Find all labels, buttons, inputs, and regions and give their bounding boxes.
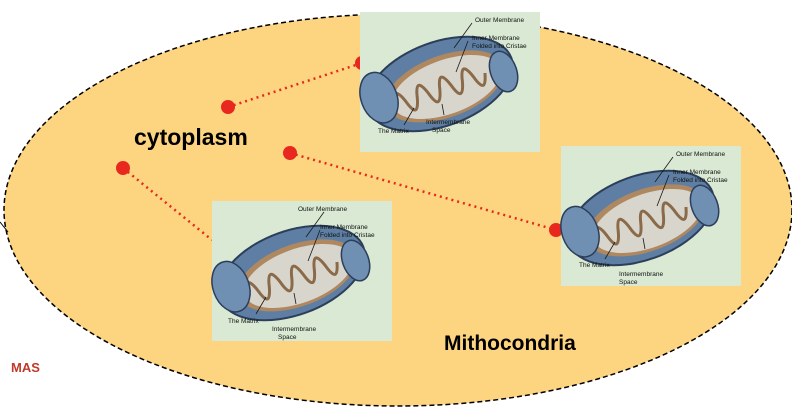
mitochondrion-card-right: Outer Membrane Inner Membrane Folded int… bbox=[551, 146, 741, 286]
matrix-label: The Matrix bbox=[579, 262, 610, 269]
watermark-label: MAS bbox=[11, 360, 40, 375]
intermembrane-label: Intermembrane bbox=[272, 326, 316, 333]
inner-membrane-label: Inner Membrane bbox=[673, 169, 721, 176]
mitochondrion-card-left: Outer Membrane Inner Membrane Folded int… bbox=[202, 201, 392, 341]
outer-membrane-label: Outer Membrane bbox=[475, 17, 525, 24]
outer-membrane-label: Outer Membrane bbox=[298, 206, 348, 213]
inner-membrane-label: Inner Membrane bbox=[320, 224, 368, 231]
inner-membrane-label: Inner Membrane bbox=[472, 35, 520, 42]
space-label: Space bbox=[432, 127, 451, 134]
cristae-label: Folded into Cristae bbox=[472, 43, 527, 50]
space-label: Space bbox=[278, 334, 297, 341]
connector-dot bbox=[221, 100, 235, 114]
mitochondria-label: Mithocondria bbox=[444, 332, 576, 356]
outer-membrane-label: Outer Membrane bbox=[676, 151, 726, 158]
cristae-label: Folded into Cristae bbox=[673, 177, 728, 184]
intermembrane-label: Intermembrane bbox=[619, 271, 663, 278]
intermembrane-label: Intermembrane bbox=[426, 119, 470, 126]
cristae-label: Folded into Cristae bbox=[320, 232, 375, 239]
connector-dot bbox=[116, 161, 130, 175]
matrix-label: The Matrix bbox=[228, 318, 259, 325]
mitochondrion-card-top: Outer Membrane Inner Membrane Folded int… bbox=[350, 12, 540, 152]
matrix-label: The Matrix bbox=[378, 128, 409, 135]
connector-dot bbox=[283, 146, 297, 160]
space-label: Space bbox=[619, 279, 638, 286]
cytoplasm-label: cytoplasm bbox=[134, 124, 248, 151]
